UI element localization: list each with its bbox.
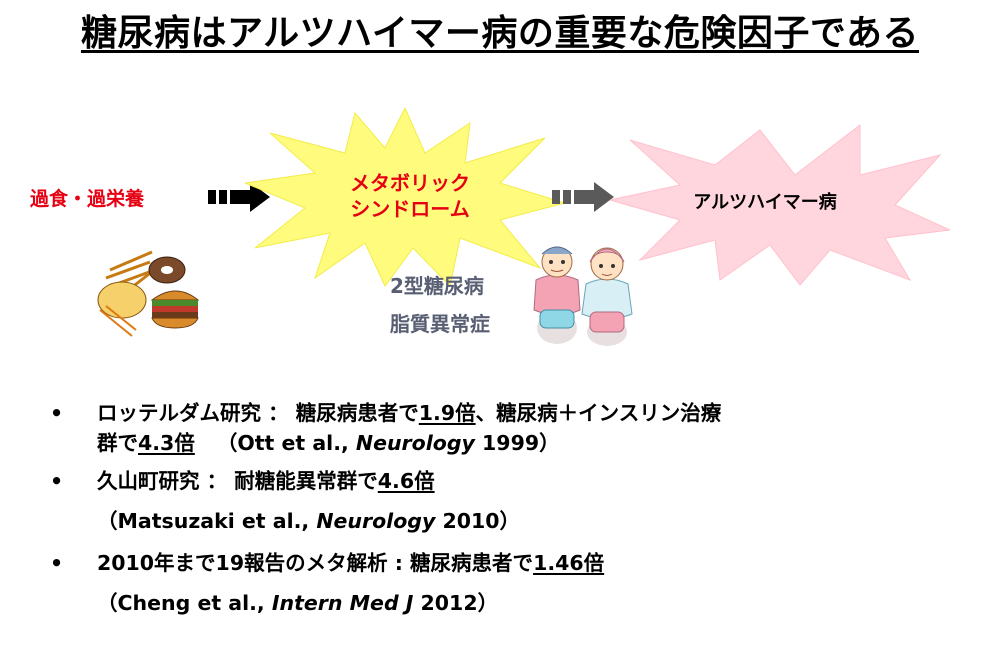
citation: （Matsuzaki et al., — [97, 509, 316, 533]
metabolic-line-2: シンドローム — [300, 196, 520, 222]
list-item-continuation: （Cheng et al., Intern Med J 2012） — [30, 588, 990, 618]
citation: （Cheng et al., — [97, 591, 272, 615]
bullet-icon: • — [50, 398, 63, 428]
arrow-right-icon — [552, 181, 614, 213]
list-item: • ロッテルダム研究 ： 糖尿病患者で1.9倍、糖尿病＋インスリン治療 — [30, 398, 990, 428]
overweight-couple-illustration — [522, 232, 640, 350]
finding-text: ロッテルダム研究 ： 糖尿病患者で — [97, 401, 419, 425]
citation: （Ott et al., — [217, 431, 356, 455]
citation: 2012） — [413, 591, 498, 615]
list-item-continuation: （Matsuzaki et al., Neurology 2010） — [30, 506, 990, 536]
type2-diabetes-label: 2型糖尿病 — [390, 270, 484, 299]
list-item: • 久山町研究 ： 耐糖能異常群で4.6倍 — [30, 466, 990, 496]
dyslipidemia-label: 脂質異常症 — [390, 308, 490, 337]
risk-ratio: 4.3倍 — [138, 431, 195, 455]
finding-text: 群で — [97, 431, 138, 455]
metabolic-line-1: メタボリック — [300, 170, 520, 196]
alzheimers-label: アルツハイマー病 — [645, 188, 885, 214]
bullet-icon: • — [50, 466, 63, 496]
finding-text: 、糖尿病＋インスリン治療 — [476, 401, 722, 425]
cause-label: 過食・過栄養 — [30, 184, 144, 211]
finding-text: 2010年まで19報告のメタ解析 : 糖尿病患者で — [97, 551, 533, 575]
finding-text: 久山町研究 ： 耐糖能異常群で — [97, 469, 378, 493]
risk-ratio: 1.46倍 — [533, 551, 604, 575]
citation-journal: Neurology — [356, 431, 475, 455]
bullet-icon: • — [50, 548, 63, 578]
citation: 1999） — [475, 431, 560, 455]
metabolic-syndrome-label: メタボリック シンドローム — [300, 170, 520, 222]
page-title: 糖尿病はアルツハイマー病の重要な危険因子である — [0, 4, 1000, 56]
findings-list: • ロッテルダム研究 ： 糖尿病患者で1.9倍、糖尿病＋インスリン治療 群で4.… — [30, 398, 990, 618]
list-item-continuation: 群で4.3倍 （Ott et al., Neurology 1999） — [30, 428, 990, 458]
risk-ratio: 4.6倍 — [378, 469, 435, 493]
citation-journal: Intern Med J — [272, 591, 414, 615]
list-item: • 2010年まで19報告のメタ解析 : 糖尿病患者で1.46倍 — [30, 548, 990, 578]
junk-food-illustration — [92, 240, 202, 340]
citation: 2010） — [435, 509, 520, 533]
citation-journal: Neurology — [316, 509, 435, 533]
risk-ratio: 1.9倍 — [419, 401, 476, 425]
